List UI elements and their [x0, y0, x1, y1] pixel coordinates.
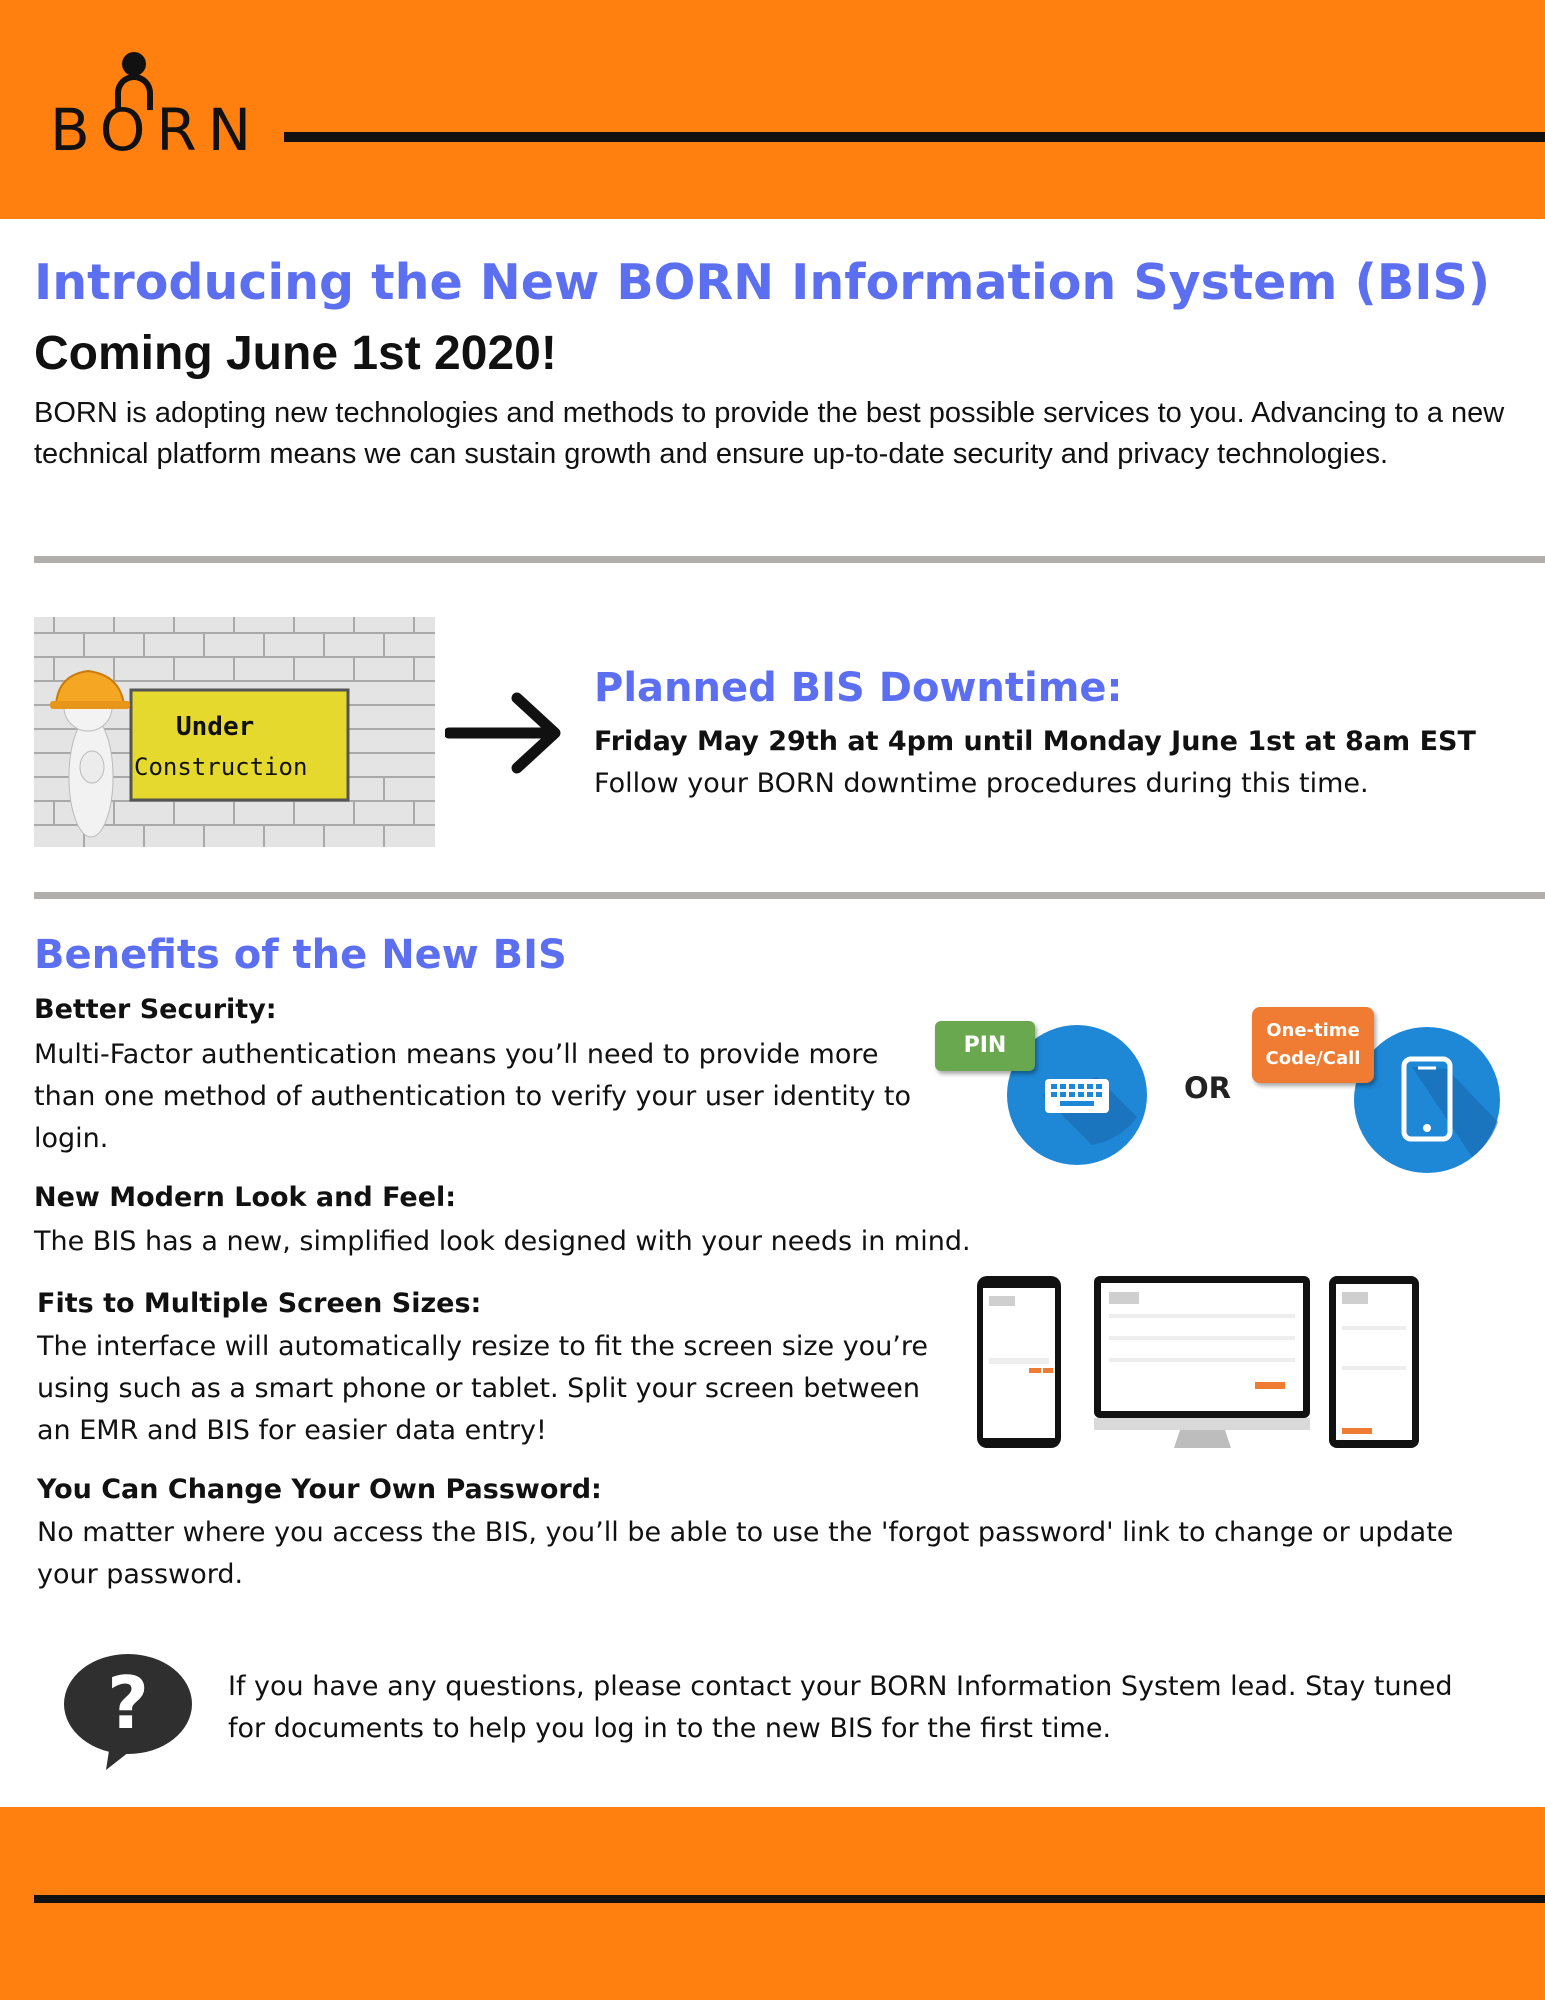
- help-text: If you have any questions, please contac…: [228, 1671, 1453, 1744]
- security-text: Multi-Factor authentication means you’ll…: [34, 1039, 912, 1154]
- security-heading: Better Security:: [34, 994, 277, 1025]
- or-label: OR: [1184, 1071, 1231, 1105]
- screens-heading: Fits to Multiple Screen Sizes:: [37, 1288, 482, 1319]
- downtime-schedule: Friday May 29th at 4pm until Monday June…: [594, 726, 1476, 757]
- page-title: Introducing the New BORN Information Sys…: [34, 254, 1491, 311]
- header-rule: [284, 132, 1545, 142]
- pin-badge: PIN: [935, 1021, 1035, 1071]
- password-text: No matter where you access the BIS, you’…: [37, 1517, 1454, 1590]
- right-arrow-icon: [443, 690, 565, 776]
- benefits-heading: Benefits of the New BIS: [34, 932, 567, 978]
- intro-paragraph: BORN is adopting new technologies and me…: [34, 397, 1505, 470]
- page-subtitle: Coming June 1st 2020!: [34, 327, 557, 380]
- under-construction-image: Under Construction: [34, 617, 435, 847]
- look-heading: New Modern Look and Feel:: [34, 1182, 457, 1213]
- logo-figure-body: [115, 74, 153, 110]
- sign-text-construction: Construction: [134, 753, 308, 781]
- logo-text: BORN: [50, 96, 263, 164]
- devices-image: [975, 1274, 1455, 1452]
- born-logo: BORN: [48, 48, 273, 168]
- question-bubble-icon: ?: [62, 1652, 202, 1772]
- screens-text: The interface will automatically resize …: [37, 1331, 929, 1446]
- look-text: The BIS has a new, simplified look desig…: [34, 1226, 971, 1257]
- footer-rule: [34, 1895, 1545, 1903]
- section-divider: [34, 892, 1545, 899]
- downtime-heading: Planned BIS Downtime:: [594, 665, 1123, 711]
- sign-text-under: Under: [176, 712, 255, 742]
- header-banner: [0, 0, 1545, 219]
- svg-text:?: ?: [107, 1661, 149, 1745]
- password-heading: You Can Change Your Own Password:: [37, 1474, 602, 1505]
- mfa-graphic: PIN OR One-time Code/Call: [932, 1007, 1512, 1183]
- section-divider: [34, 556, 1545, 563]
- logo-figure-head: [122, 52, 146, 76]
- one-time-code-badge: One-time Code/Call: [1252, 1007, 1374, 1083]
- footer-banner: [0, 1807, 1545, 2000]
- downtime-note: Follow your BORN downtime procedures dur…: [594, 768, 1369, 799]
